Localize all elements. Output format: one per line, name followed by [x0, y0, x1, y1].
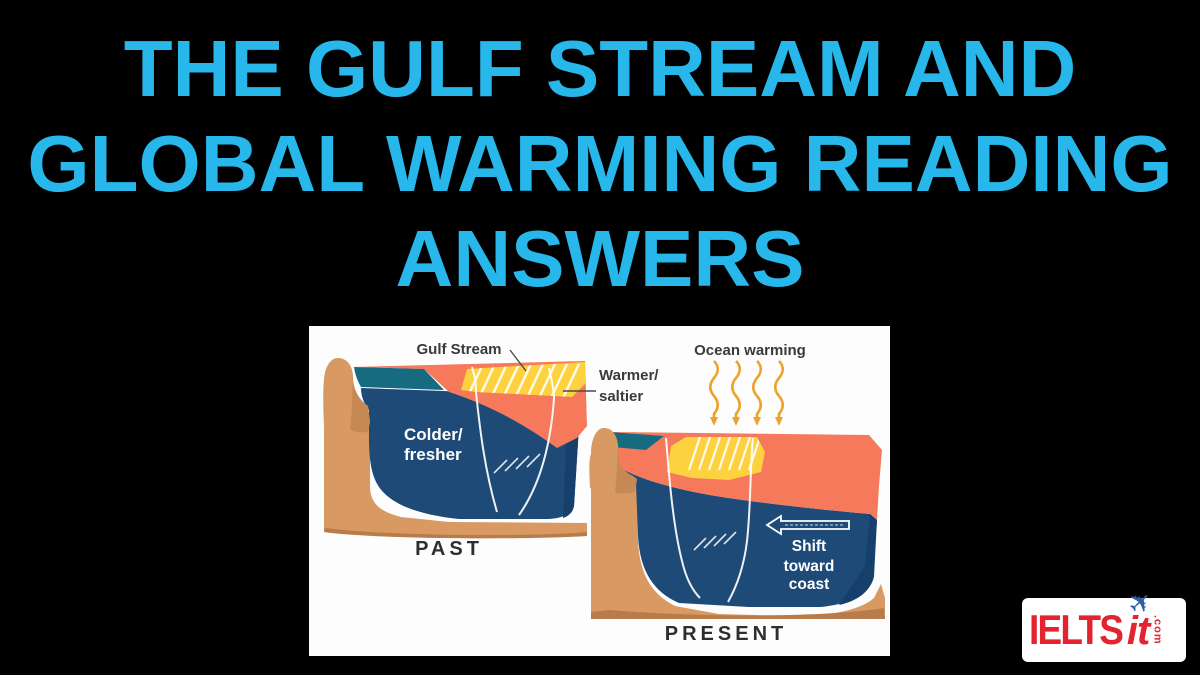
past-land-shadow [324, 528, 587, 539]
title-line-1: THE GULF STREAM AND [123, 24, 1077, 113]
toward-label: toward [784, 558, 835, 575]
ocean-warming-label: Ocean warming [694, 342, 806, 359]
present-deep-hatching [693, 531, 737, 551]
left-arrow-icon [765, 514, 850, 536]
ieltsit-logo[interactable]: IELTS✈it .com [1022, 583, 1186, 662]
fresher-label: fresher [404, 445, 462, 464]
past-ocean-top [354, 367, 444, 390]
heat-wave-arrows-icon [708, 360, 785, 426]
present-block [589, 428, 885, 619]
logo-wordmark: IELTS✈it [1029, 583, 1159, 654]
gulf-stream-diagram: Gulf Stream Ocean warming Warmer/ saltie… [309, 326, 890, 656]
past-caption: PAST [415, 538, 483, 560]
present-ocean-top [609, 432, 664, 450]
present-land [591, 428, 885, 619]
present-caption: PRESENT [665, 623, 787, 645]
colder-label: Colder/ [404, 425, 463, 444]
logo-brand-text: IELTS [1029, 606, 1124, 653]
page-title: THE GULF STREAM AND GLOBAL WARMING READI… [0, 21, 1200, 306]
past-coast-bump-shade [350, 378, 370, 433]
shift-label: Shift [792, 538, 826, 555]
gulf-stream-label: Gulf Stream [416, 341, 501, 358]
present-coast-bump-shade [615, 445, 637, 494]
logo-tld-text: .com [1151, 615, 1164, 645]
past-current-boundary-lines [471, 366, 556, 516]
logo-suffix-wrap: ✈it [1121, 583, 1159, 654]
title-line-3: ANSWERS [395, 214, 805, 303]
past-block [323, 358, 587, 539]
present-current-boundary-lines [665, 437, 754, 603]
warmer-label: Warmer/ [599, 367, 659, 384]
saltier-label: saltier [599, 388, 643, 405]
logo-suffix-text: it [1126, 609, 1150, 653]
diagram-svg: Gulf Stream Ocean warming Warmer/ saltie… [323, 341, 885, 645]
present-gulf-stream-yellow [667, 437, 765, 480]
present-ocean-side [839, 514, 877, 605]
past-deep-hatching [493, 453, 541, 474]
present-land-shadow [591, 608, 885, 619]
title-line-2: GLOBAL WARMING READING [27, 119, 1173, 208]
coast-label: coast [789, 576, 830, 593]
gulf-stream-pointer-line [509, 349, 527, 372]
